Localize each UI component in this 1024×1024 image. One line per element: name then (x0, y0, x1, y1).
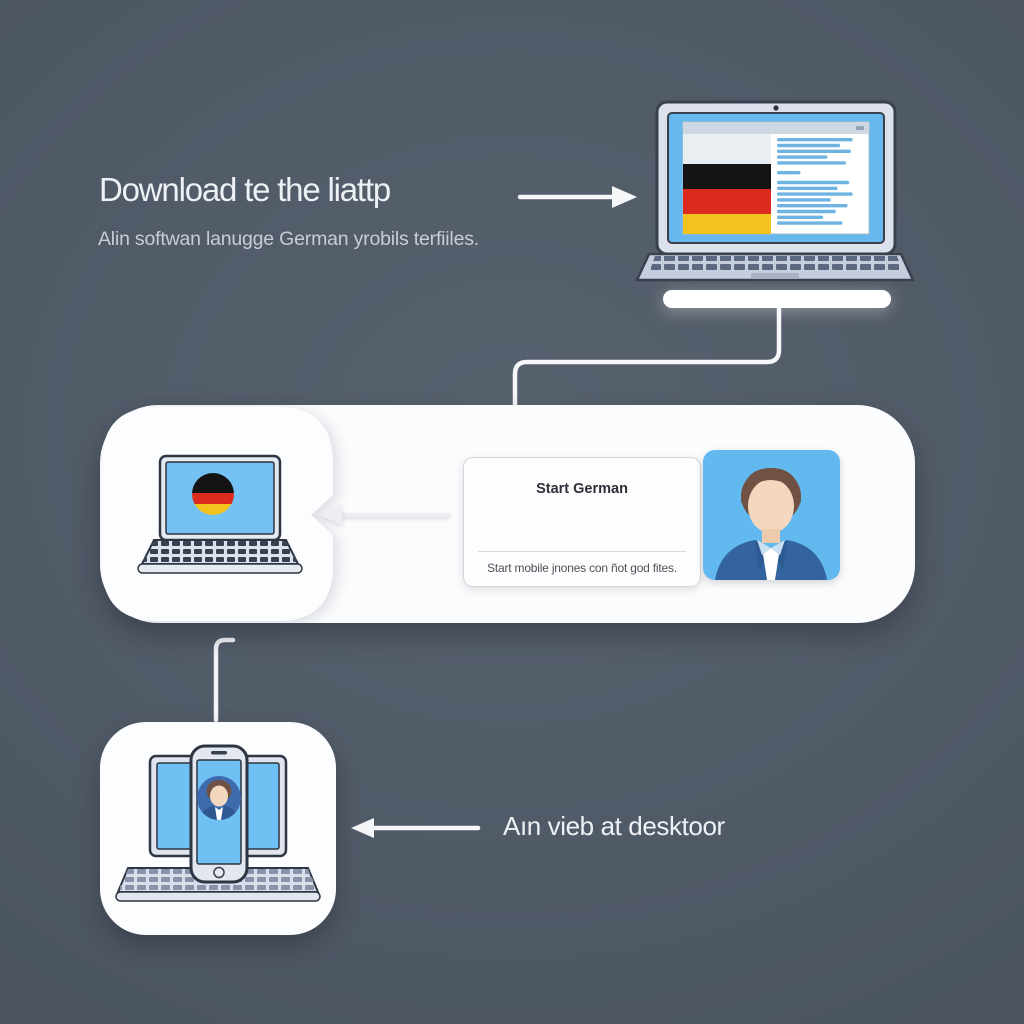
step1-heading: Download te the liattp (99, 171, 391, 208)
step3-label: Aın vieb at desktoor (503, 811, 725, 841)
window-control-icon (856, 126, 864, 130)
connector-line-2 (213, 637, 236, 723)
webcam-icon (773, 105, 779, 111)
connector-line-1 (512, 303, 782, 409)
browser-window (682, 121, 870, 235)
keyboard-front-bar (115, 891, 321, 902)
step1-subheading: Alin softwan lanugge German yrobils terf… (98, 228, 479, 250)
phone-person-avatar-icon (199, 780, 239, 820)
phone-speaker-icon (211, 751, 227, 755)
document-text-lines (777, 138, 853, 225)
touchpad (751, 273, 799, 279)
desktop-phone-illustration (115, 744, 321, 902)
german-flag-icon (683, 134, 771, 234)
phone-home-button (213, 866, 225, 879)
arrow-right-icon (517, 186, 637, 208)
start-card-divider (478, 551, 686, 552)
laptop-browser-illustration (635, 100, 915, 308)
laptop-base (137, 563, 303, 574)
person-avatar-icon (715, 468, 827, 580)
german-flag-circle-icon (192, 473, 234, 515)
start-card-subtitle: Start mobile jnones con ñot god fites. (487, 561, 677, 575)
laptop-flag-illustration (137, 454, 303, 574)
laptop-base-glow (663, 290, 891, 308)
start-german-card: Start German Start mobile jnones con ñot… (463, 457, 701, 587)
avatar-card (703, 450, 840, 580)
start-card-title: Start German (536, 481, 628, 497)
browser-titlebar (683, 122, 869, 134)
arrow-left-icon-bottom (351, 818, 481, 838)
